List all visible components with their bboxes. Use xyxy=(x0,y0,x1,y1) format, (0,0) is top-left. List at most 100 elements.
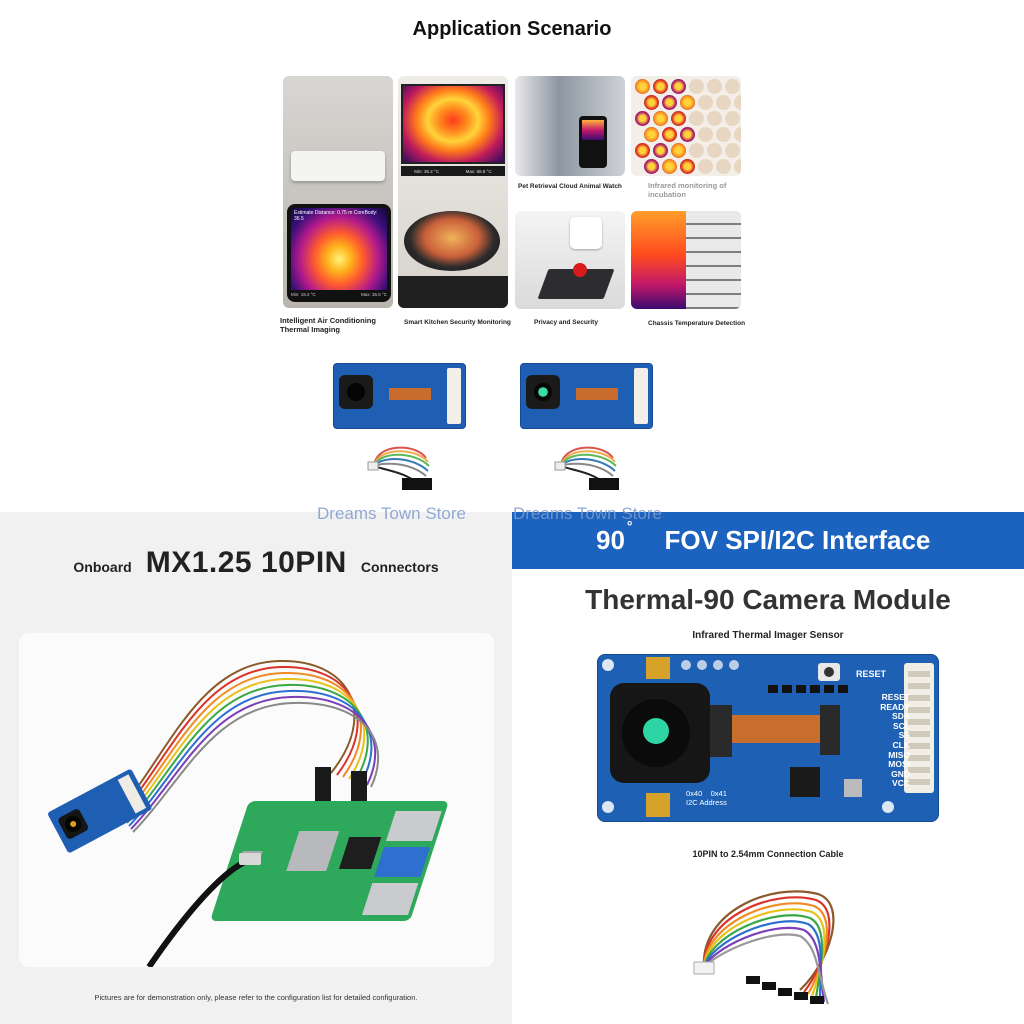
max-temp: Max: 35.6 °C xyxy=(360,292,387,297)
thermal-module-90 xyxy=(520,363,653,429)
heading-suffix: Connectors xyxy=(360,559,439,575)
scenario-caption: Intelligent Air Conditioning Thermal Ima… xyxy=(280,316,376,335)
scenario-pet-image xyxy=(515,76,625,176)
scenario-privacy-image xyxy=(515,211,625,309)
module-panel: 90° FOV SPI/I2C Interface Thermal-90 Cam… xyxy=(512,512,1024,1024)
egg xyxy=(653,111,668,126)
thermal-image xyxy=(401,84,505,164)
scenario-caption: Privacy and Security xyxy=(534,319,598,326)
raspberry-pi-illustration xyxy=(48,659,448,969)
sensor-lens xyxy=(339,375,373,409)
egg xyxy=(734,95,741,110)
egg xyxy=(689,111,704,126)
pin-labels: RESET READY SDA SCL SS CLK MISO MOSI GND… xyxy=(866,692,910,789)
watermark: Dreams Town Store xyxy=(317,504,466,523)
flex-ribbon xyxy=(389,388,431,400)
egg xyxy=(698,159,713,174)
egg xyxy=(716,127,731,142)
pin-label: READY xyxy=(880,701,910,712)
min-temp: Min: 36.2 °C xyxy=(414,168,440,174)
egg xyxy=(707,143,722,158)
i2c-address-block: 0x40 0x41 I2C Address xyxy=(686,789,727,807)
egg xyxy=(644,95,659,110)
heading-highlight: MX1.25 10PIN xyxy=(145,546,347,579)
scenario-air-conditioning-image: Estimate Distance: 0.75 m CoreBody: 36.5… xyxy=(283,76,393,308)
section-title: Application Scenario xyxy=(412,18,612,40)
scenario-kitchen-image: Min: 36.2 °C Max: 68.8 °C xyxy=(398,76,508,308)
cable-image xyxy=(367,446,432,490)
phone-thermal-view: Estimate Distance: 0.75 m CoreBody: 36.5… xyxy=(287,204,391,302)
egg xyxy=(635,79,650,94)
egg xyxy=(734,159,741,174)
address-value: 0x40 xyxy=(686,789,703,798)
connector-heading: Onboard MX1.25 10PIN Connectors xyxy=(0,546,512,580)
pin-label: VCC xyxy=(892,778,910,789)
scenario-chassis-image xyxy=(631,211,741,309)
thermal-camera-module: RESET RESET READY SDA SCL SS CLK MISO MO… xyxy=(597,654,939,822)
egg xyxy=(725,111,740,126)
egg xyxy=(662,127,677,142)
disclaimer-note: Pictures are for demonstration only, ple… xyxy=(94,993,418,1002)
flex-ribbon xyxy=(576,388,618,400)
egg xyxy=(698,127,713,142)
egg xyxy=(644,127,659,142)
product-title: Thermal-90 Camera Module xyxy=(585,584,951,615)
scenario-caption: Chassis Temperature Detection xyxy=(648,320,746,327)
fov-degree: 90° xyxy=(596,518,633,555)
cable-image xyxy=(554,446,619,490)
egg xyxy=(671,143,686,158)
egg xyxy=(734,127,741,142)
egg xyxy=(662,95,677,110)
pin-label: SDA xyxy=(892,711,910,722)
address-label: I2C Address xyxy=(686,798,727,807)
stove xyxy=(398,276,508,308)
temperature-bar: Min: 36.2 °C Max: 68.8 °C xyxy=(401,166,505,176)
egg xyxy=(689,79,704,94)
temperature-bar: Min: 19.2 °C Max: 35.6 °C xyxy=(291,292,387,298)
phone-icon xyxy=(579,116,607,168)
frying-pan xyxy=(404,211,500,271)
egg xyxy=(716,95,731,110)
pin-label: SCL xyxy=(893,720,910,731)
egg xyxy=(653,143,668,158)
interface-text: FOV SPI/I2C Interface xyxy=(664,525,931,555)
pin-label: RESET xyxy=(881,692,910,702)
sensor-lens xyxy=(526,375,560,409)
egg xyxy=(635,111,650,126)
max-temp: Max: 68.8 °C xyxy=(465,168,492,174)
wall-socket xyxy=(570,217,602,249)
egg xyxy=(689,143,704,158)
egg xyxy=(680,127,695,142)
egg xyxy=(680,159,695,174)
egg xyxy=(671,111,686,126)
thermal-image xyxy=(631,211,686,309)
scenario-caption: Smart Kitchen Security Monitoring xyxy=(404,319,511,326)
thermal-module-45 xyxy=(333,363,466,429)
connection-cable-image xyxy=(693,890,835,1005)
egg xyxy=(716,159,731,174)
egg xyxy=(707,79,722,94)
heading-prefix: Onboard xyxy=(73,559,132,575)
product-subtitle: Infrared Thermal Imager Sensor xyxy=(692,630,844,641)
watermark: Dreams Town Store xyxy=(513,504,662,523)
breaker-rows xyxy=(686,211,741,309)
address-value: 0x41 xyxy=(710,789,727,798)
connector-panel: Onboard MX1.25 10PIN Connectors xyxy=(0,512,512,1024)
reset-label: RESET xyxy=(856,669,887,679)
egg xyxy=(662,159,677,174)
fov-banner: 90° FOV SPI/I2C Interface xyxy=(512,512,1024,569)
connector xyxy=(634,368,648,424)
egg xyxy=(653,79,668,94)
egg xyxy=(698,95,713,110)
pin-label: MISO xyxy=(888,749,910,760)
air-conditioner-unit xyxy=(291,151,385,181)
pin-label: GND xyxy=(891,768,910,779)
egg xyxy=(725,79,740,94)
raspberry-pi-photo xyxy=(19,633,494,969)
egg xyxy=(725,143,740,158)
pin-label: SS xyxy=(898,730,910,741)
pin-label: CLK xyxy=(892,739,910,750)
connector xyxy=(447,368,461,424)
scenario-caption: Pet Retrieval Cloud Animal Watch xyxy=(518,183,622,190)
scenario-caption: Infrared monitoring of incubation xyxy=(648,181,727,200)
